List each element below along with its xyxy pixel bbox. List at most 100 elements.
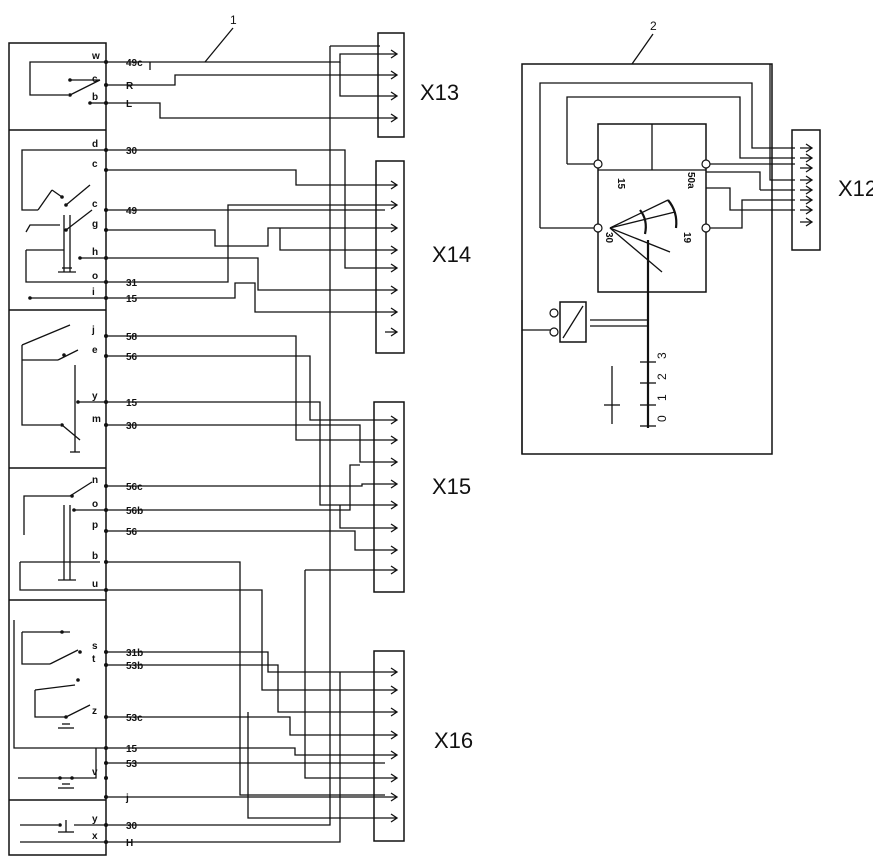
connector-x13 [377,32,405,138]
pin-arrow [385,307,399,317]
ign-terminal-50a: 50a [685,172,696,189]
terminal-number: 56c [126,482,143,493]
terminal-letter: v [92,767,98,778]
terminal-number: 58 [126,332,138,343]
pin-arrow [385,200,399,210]
terminal-letter: i [92,287,95,298]
connector-x15 [373,401,405,593]
terminal-letter: t [92,654,96,665]
pin-arrow [385,180,399,190]
terminal-letter: g [92,219,98,230]
terminal-letter: o [92,271,98,282]
pin-arrow [385,223,399,233]
terminal-letter: b [92,92,98,103]
terminal-letter: m [92,414,101,425]
pin-arrow [385,773,399,783]
ign-position-1: 1 [655,394,669,401]
ign-position-0: 0 [655,415,669,422]
pin-arrow [800,205,814,215]
wire-harness [106,45,385,843]
pin-arrow [385,70,399,80]
callout-1: 1 [230,13,237,27]
ign-position-3: 3 [655,352,669,359]
terminal-number: j [125,793,129,804]
terminal-number: 31b [126,648,143,659]
terminal-number: 49c [126,58,143,69]
ign-terminal-30: 30 [603,232,614,244]
ignition-switch-2 [521,63,795,455]
terminal-number: 56 [126,527,138,538]
terminal-letter: c [92,159,98,170]
pin-arrow [800,217,814,227]
pin-arrow [385,500,399,510]
pin-arrow [385,415,399,425]
connector-x14 [375,160,405,354]
terminal-letter: e [92,345,98,356]
terminal-letter: b [92,551,98,562]
ign-terminal-15: 15 [615,178,626,190]
terminal-letter: y [92,814,98,825]
switch-assembly-1 [8,42,107,856]
pin-arrow [385,813,399,823]
terminal-labels: w49ccRbLd30cc49gho31i15j58e56y15m30n56co… [91,51,143,849]
pin-arrow [385,327,399,337]
terminal-number: 53b [126,661,143,672]
pin-arrow [385,435,399,445]
connector-x16 [373,650,405,842]
terminal-number: 56 [126,352,138,363]
group4-contacts [19,481,106,591]
pin-arrow [800,175,814,185]
pin-arrow [385,685,399,695]
terminal-letter: w [91,51,100,62]
ign-terminal-19: 19 [681,232,692,244]
pin-arrow [385,565,399,575]
pin-arrow [385,457,399,467]
terminal-number: 15 [126,744,138,755]
pin-arrow [800,153,814,163]
pin-arrow [385,479,399,489]
pin-arrow [385,49,399,59]
terminal-number: 56b [126,506,143,517]
group1-contacts [29,61,106,105]
pin-arrow [385,113,399,123]
terminal-number: H [126,838,133,849]
terminal-letter: z [92,706,97,717]
connector-x13-label: X13 [420,80,459,105]
pin-arrow [800,143,814,153]
terminal-letter: j [91,325,95,336]
group2-contacts [21,149,106,300]
callout-2: 2 [650,19,657,33]
terminal-letter: c [92,74,98,85]
terminal-letter: s [92,641,98,652]
pin-arrow [385,523,399,533]
terminal-number: 15 [126,294,138,305]
pin-arrow [800,163,814,173]
pin-arrow [385,707,399,717]
pin-arrow [385,263,399,273]
terminal-letter: o [92,499,98,510]
terminal-number: 15 [126,398,138,409]
terminal-number: 30 [126,821,138,832]
pin-arrow [385,792,399,802]
terminal-letter: d [92,139,98,150]
terminal-number: 49 [126,206,138,217]
pin-arrow [385,91,399,101]
connector-x15-label: X15 [432,474,471,499]
connector-x16-label: X16 [434,728,473,753]
terminal-number: 30 [126,421,138,432]
terminal-letter: y [92,391,98,402]
pin-arrow [385,750,399,760]
terminal-letter: h [92,247,98,258]
ignition-labels: 15 50a 30 19 0 1 2 3 [603,172,696,422]
terminal-letter: u [92,579,98,590]
connector-x12 [791,129,821,251]
pin-arrow [385,545,399,555]
group3-contacts [21,324,106,453]
group6-contacts [20,820,106,843]
pin-arrow [385,667,399,677]
terminal-number: 53 [126,759,138,770]
pin-arrow [385,285,399,295]
pin-arrow [800,195,814,205]
terminal-number: L [126,99,132,110]
pin-arrow [800,185,814,195]
